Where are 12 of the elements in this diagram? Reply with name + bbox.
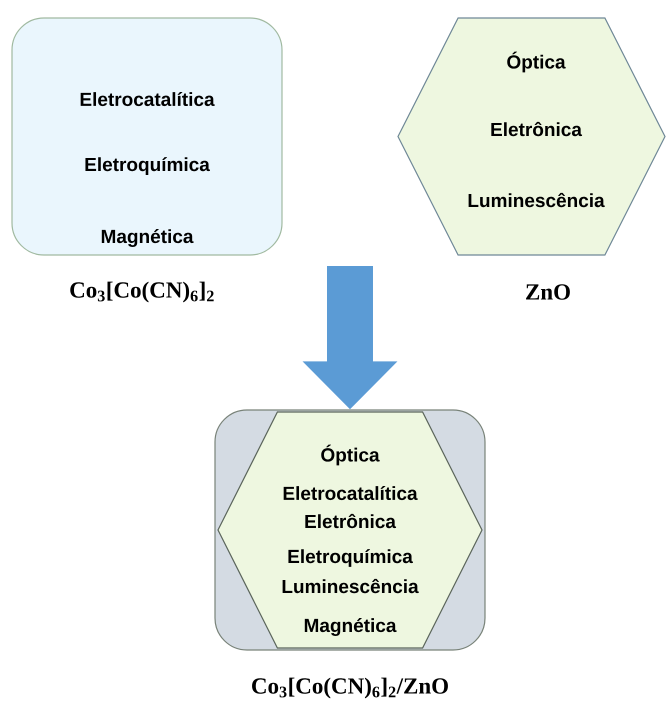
rounded-box: Eletrocatalítica Eletroquímica Magnética xyxy=(11,17,283,256)
node-label: Eletrônica xyxy=(491,122,582,136)
formula-label: Co$_{3}$[Co(CN)$_{6}$]$_{2}$/ZnO xyxy=(252,678,448,698)
node-label: Magnética xyxy=(102,229,194,247)
node-label: Eletrocatalítica xyxy=(80,92,215,106)
formula-label: Co$_{3}$[Co(CN)$_{6}$]$_{2}$ xyxy=(70,282,214,302)
node-label: Óptica xyxy=(507,52,566,72)
hexagon-box: Óptica Eletrônica Luminescência xyxy=(397,17,666,256)
node-label: Eletroquímica xyxy=(85,157,210,175)
formula-label: ZnO xyxy=(526,284,570,300)
hexagon-box: Óptica Eletrocatalítica Eletrônica Eletroquímica Luminescência Magnética xyxy=(217,411,483,649)
node-label: Luminescência xyxy=(468,192,605,208)
